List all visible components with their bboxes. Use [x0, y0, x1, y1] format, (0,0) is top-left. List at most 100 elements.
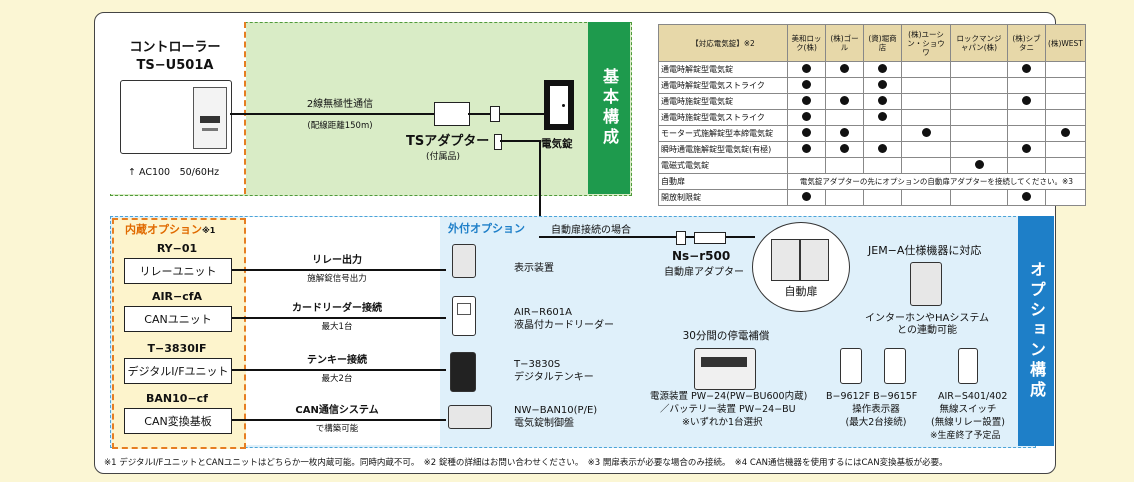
compat-dot-icon — [802, 112, 811, 121]
compat-dot-icon — [840, 128, 849, 137]
external-device-line1: 表示装置 — [514, 263, 554, 274]
operation-panel-icon — [840, 348, 862, 384]
auto-adapter-model: Ns−r500 — [672, 249, 731, 263]
operation-panel-icon-2 — [884, 348, 906, 384]
internal-link-label: CAN通信システム — [295, 405, 379, 416]
wire-line-lock — [468, 113, 544, 115]
compat-cell — [863, 125, 902, 142]
compat-cell — [950, 93, 1008, 110]
internal-unit-box: CAN変換基板 — [124, 408, 232, 434]
compat-cell — [1007, 61, 1046, 78]
maker-header: (株)シブタニ — [1007, 24, 1046, 62]
auto-door-label: 自動扉 — [784, 285, 818, 298]
internal-title-note: ※1 — [202, 226, 216, 235]
internal-link-label: カードリーダー接続 — [292, 303, 382, 314]
lock-type-name: 自動扉 — [658, 173, 788, 190]
auto-door-case: 自動扉接続の場合 — [551, 225, 631, 236]
compat-cell — [863, 141, 902, 158]
lock-table-row: 通電時施錠型電気錠 — [658, 93, 1086, 110]
wire-line — [230, 113, 434, 115]
compat-cell — [1045, 157, 1086, 174]
lock-type-name: 電磁式電気錠 — [658, 157, 788, 174]
internal-link-note: で構築可能 — [315, 424, 359, 434]
external-device-line1: T−3830S — [514, 359, 561, 370]
compat-dot-icon — [878, 80, 887, 89]
compat-dot-icon — [802, 144, 811, 153]
display-unit-icon — [452, 244, 476, 278]
controller-label: コントローラー — [129, 40, 221, 55]
compat-cell — [787, 61, 826, 78]
option-link-column — [245, 217, 440, 445]
auto-adapter-label: 自動扉アダプター — [664, 267, 744, 278]
power-device-3: ※いずれか1台選択 — [682, 417, 763, 428]
external-device-line2: 電気錠制御盤 — [514, 418, 574, 429]
compat-cell — [1007, 141, 1046, 158]
lock-table-row: 通電時解錠型電気ストライク — [658, 77, 1086, 94]
switch-model: AIR−S401/402 — [938, 391, 1008, 402]
controller-button — [202, 128, 218, 131]
card-reader-screen — [457, 303, 471, 315]
controller-display — [200, 116, 220, 123]
internal-title: 内蔵オプション※1 — [125, 223, 215, 237]
compat-dot-icon — [802, 80, 811, 89]
lock-row-note: 電気錠アダプターの先にオプションの自動扉アダプターを接続してください。※3 — [787, 173, 1086, 190]
controller-device — [120, 80, 232, 154]
lock-type-name: 瞬時通電施解錠型電気錠(有極) — [658, 141, 788, 158]
compat-dot-icon — [1022, 144, 1031, 153]
compat-cell — [863, 77, 902, 94]
internal-title-text: 内蔵オプション — [125, 223, 202, 236]
power-spec-text: AC100 50/60Hz — [138, 167, 220, 178]
switch-status: ※生産終了予定品 — [930, 431, 1001, 441]
lock-type-name: モーター式施解錠型本締電気錠 — [658, 125, 788, 142]
power-device-1: 電源装置 PW−24(PW−BU600内蔵) — [650, 391, 808, 402]
internal-model: BAN10−cf — [146, 392, 208, 405]
compat-cell — [1007, 157, 1046, 174]
compat-dot-icon — [974, 160, 984, 169]
compat-cell — [1007, 109, 1046, 126]
internal-link-label: テンキー接続 — [307, 355, 367, 366]
lock-label: 電気錠 — [541, 138, 573, 150]
compat-cell — [825, 109, 864, 126]
compat-cell — [787, 93, 826, 110]
compat-cell — [863, 189, 902, 206]
switch-note: (無線リレー設置) — [931, 417, 1005, 428]
internal-link-line — [232, 369, 446, 371]
auto-door-circle: 自動扉 — [752, 222, 850, 312]
connector-icon-2 — [494, 134, 502, 150]
compat-cell — [950, 141, 1008, 158]
compat-cell — [901, 93, 951, 110]
lock-table-row: モーター式施解錠型本締電気錠 — [658, 125, 1086, 142]
power-unit-icon — [694, 348, 756, 390]
compat-dot-icon — [1060, 128, 1070, 137]
compat-dot-icon — [878, 112, 887, 121]
connector-icon — [490, 106, 500, 122]
compat-cell — [787, 157, 826, 174]
compat-cell — [863, 93, 902, 110]
compat-cell — [1045, 61, 1086, 78]
internal-link-note: 最大2台 — [321, 374, 353, 384]
switch-label: 無線スイッチ — [939, 404, 997, 415]
internal-link-label: リレー出力 — [312, 255, 362, 266]
door-knob — [562, 104, 565, 107]
wire-title: 2線無極性通信 — [306, 99, 374, 110]
control-panel-icon — [448, 405, 492, 429]
internal-model: RY−01 — [156, 242, 198, 255]
panel-label: 操作表示器 — [852, 404, 900, 415]
wireless-switch-icon — [958, 348, 978, 384]
lock-type-name: 通電時施錠型電気ストライク — [658, 109, 788, 126]
auto-door-split — [799, 240, 801, 280]
compat-cell — [901, 125, 951, 142]
compat-cell — [825, 189, 864, 206]
lock-type-name: 通電時施錠型電気錠 — [658, 93, 788, 110]
panel-note: (最大2台接続) — [845, 417, 907, 428]
internal-link-line — [232, 269, 446, 271]
maker-header: 美和ロック(株) — [787, 24, 826, 62]
lock-table-row: 開放制限錠 — [658, 189, 1086, 206]
compat-cell — [825, 77, 864, 94]
compat-dot-icon — [802, 192, 811, 201]
compat-cell — [1045, 189, 1086, 206]
internal-link-line — [232, 317, 446, 319]
compat-cell — [825, 93, 864, 110]
footnote: ※1 デジタルI/FユニットとCANユニットはどちらか一枚内蔵可能。同時内蔵不可… — [104, 458, 948, 468]
panel-models: B−9612F B−9615F — [826, 391, 918, 402]
